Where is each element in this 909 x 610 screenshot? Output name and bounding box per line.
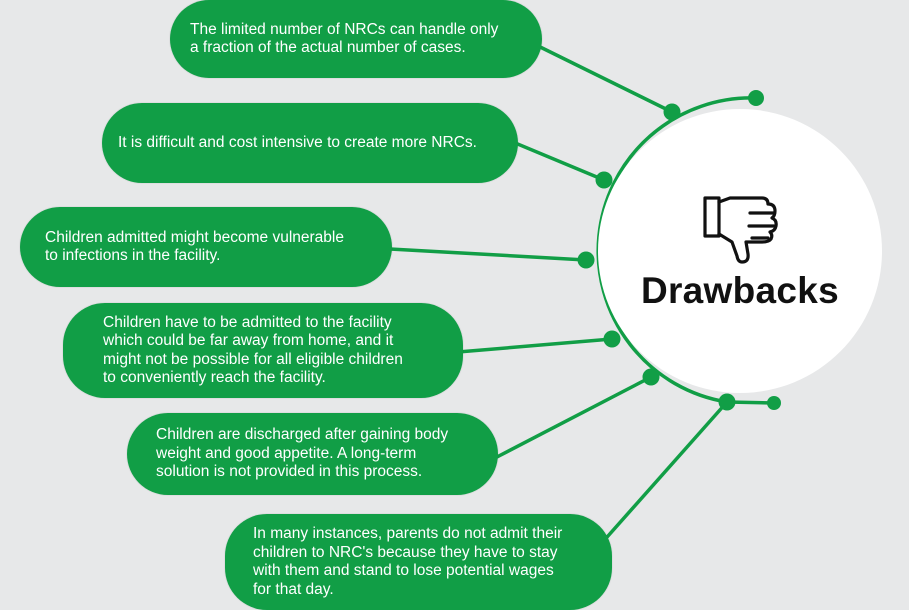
arc-dot-end-bottom xyxy=(767,396,781,410)
thumbs-down-icon xyxy=(703,196,778,264)
arc-dot-end-top xyxy=(748,90,764,106)
connector-5 xyxy=(494,375,652,460)
drawback-text-3: Children admitted might become vulnerabl… xyxy=(45,228,344,265)
drawback-text-2: It is difficult and cost intensive to cr… xyxy=(118,133,477,151)
drawback-text-1: The limited number of NRCs can handle on… xyxy=(190,20,499,57)
arc-dot-4 xyxy=(603,330,621,348)
drawback-text-5: Children are discharged after gaining bo… xyxy=(156,426,449,481)
arc-dot-6 xyxy=(718,393,736,411)
hub-title: Drawbacks xyxy=(640,270,840,311)
connector-1 xyxy=(529,40,673,114)
drawback-pill-6: In many instances, parents do not admit … xyxy=(225,514,612,610)
drawback-text-6: In many instances, parents do not admit … xyxy=(253,525,563,598)
hub-circle xyxy=(598,109,882,393)
drawback-pill-4: Children have to be admitted to the faci… xyxy=(63,303,463,398)
arc-dot-2 xyxy=(595,171,613,189)
drawback-pill-3: Children admitted might become vulnerabl… xyxy=(20,207,392,287)
drawback-pill-1: The limited number of NRCs can handle on… xyxy=(170,0,542,78)
connector-2 xyxy=(507,138,605,182)
drawback-pill-5: Children are discharged after gaining bo… xyxy=(127,413,498,495)
connector-3 xyxy=(389,247,587,262)
drawback-pill-2: It is difficult and cost intensive to cr… xyxy=(102,103,518,183)
arc-dot-3 xyxy=(577,251,595,269)
arc-dot-5 xyxy=(642,368,660,386)
connector-6 xyxy=(598,400,729,547)
arc-dot-1 xyxy=(663,103,681,121)
drawback-text-4: Children have to be admitted to the faci… xyxy=(103,313,403,387)
connector-4 xyxy=(457,337,613,354)
